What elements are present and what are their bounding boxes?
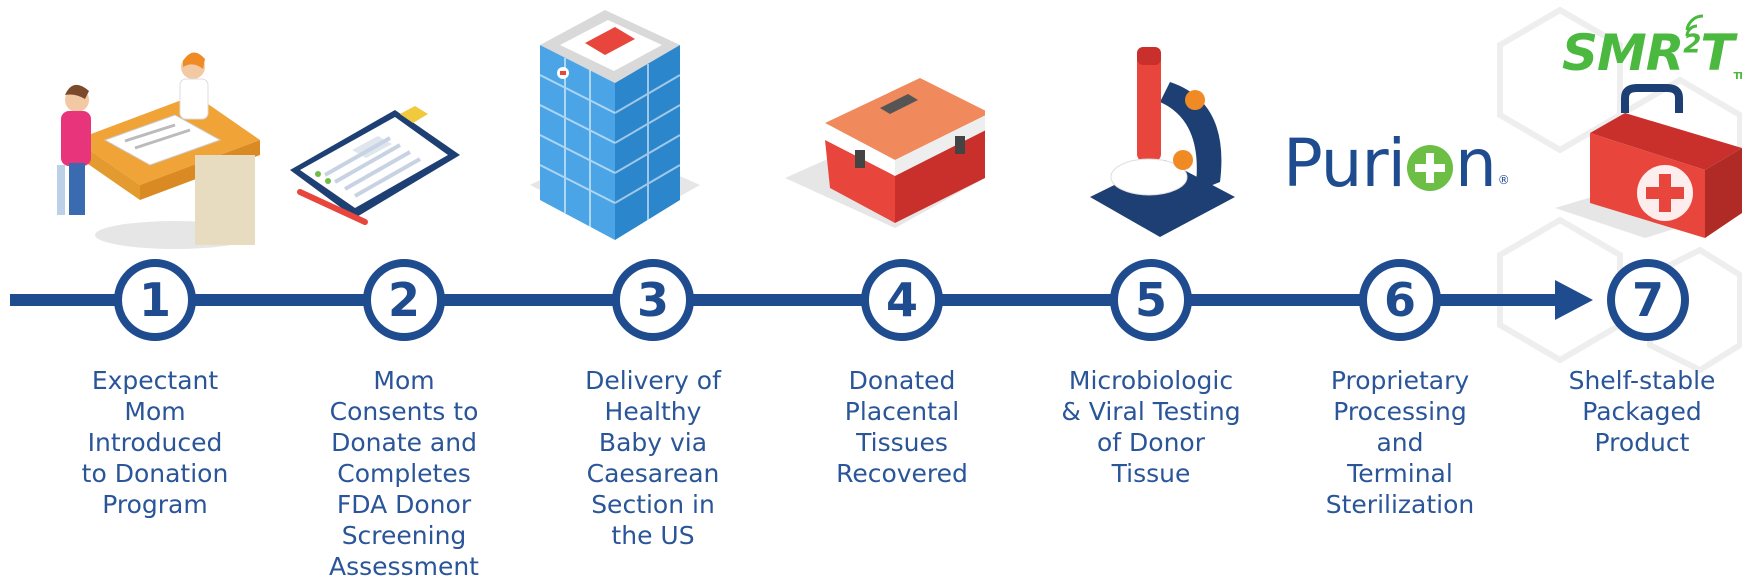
step-6-label: Proprietary Processing and Terminal Ster…: [1325, 366, 1475, 519]
first-aid-kit-icon: [1555, 84, 1742, 238]
step-3-number-badge: 3: [612, 259, 694, 341]
trademark-mark: TM: [1733, 71, 1742, 82]
step-6-number-badge: 6: [1359, 259, 1441, 341]
step-3-label: Delivery of Healthy Baby via Caesarean S…: [585, 366, 721, 550]
clipboard-form-icon: [290, 106, 460, 225]
step-4-number-badge: 4: [861, 259, 943, 341]
microscope-icon: [1090, 47, 1235, 237]
step-4-label: Donated Placental Tissues Recovered: [836, 366, 968, 488]
plus-circle-icon: [1406, 145, 1453, 191]
step-1-label: Expectant Mom Introduced to Donation Pro…: [81, 366, 229, 519]
smr2t-logo-text-end: T: [1700, 24, 1734, 82]
smr2t-logo-text: SMR: [1562, 24, 1684, 82]
smr2t-logo-superscript: 2: [1683, 29, 1701, 60]
doctor-consultation-icon: [57, 52, 260, 249]
cooler-box-icon: [785, 78, 985, 228]
purion-logo-text-start: Puri: [1283, 124, 1406, 202]
registered-mark: ®: [1497, 173, 1510, 187]
step-5-label: Microbiologic & Viral Testing of Donor T…: [1061, 366, 1241, 488]
signal-waves-icon: [1685, 14, 1704, 37]
step-1-number-badge: 1: [114, 259, 196, 341]
smr2t-logo: SMR2TTM: [1562, 24, 1742, 82]
hospital-building-icon: [530, 10, 700, 240]
step-5-number-badge: 5: [1110, 259, 1192, 341]
step-7-label: Shelf-stable Packaged Product: [1568, 366, 1716, 457]
step-2-label: Mom Consents to Donate and Completes FDA…: [329, 366, 479, 581]
purion-logo-text-end: n: [1454, 124, 1497, 202]
arrow-head-icon: [1555, 280, 1593, 320]
step-2-number-badge: 2: [363, 259, 445, 341]
timeline-line: [10, 294, 1565, 306]
step-7-number-badge: 7: [1607, 259, 1689, 341]
